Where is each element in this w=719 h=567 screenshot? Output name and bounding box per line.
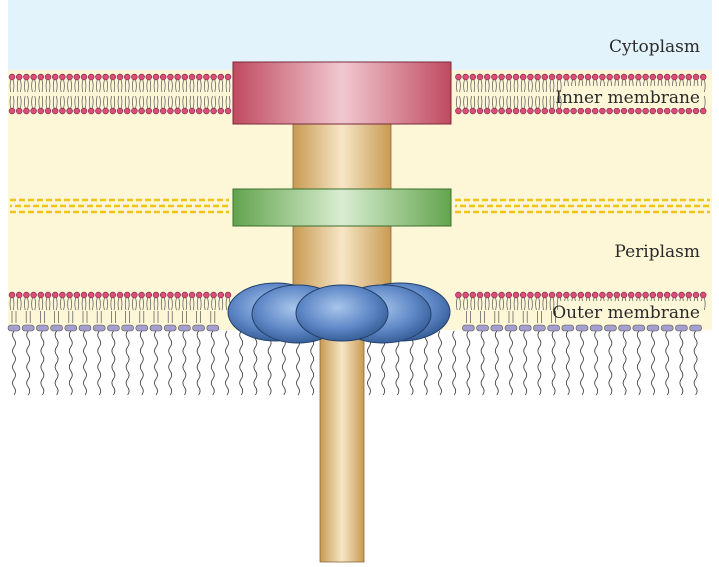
l-ring [227, 282, 451, 344]
periplasm-label: Periplasm [614, 242, 700, 262]
cytoplasm-region [8, 0, 712, 70]
flagellar-hook-rod [319, 317, 365, 563]
p-ring [232, 188, 452, 227]
outer-membrane-label-backdrop [558, 301, 704, 323]
inner-membrane-bilayer [8, 73, 707, 115]
ms-ring [232, 61, 452, 125]
inner-membrane-label-backdrop [563, 86, 703, 108]
outer-membrane-label: Outer membrane [552, 303, 700, 323]
inner-membrane-label: Inner membrane [555, 88, 700, 108]
peptidoglycan-layer [10, 198, 710, 214]
cytoplasm-label: Cytoplasm [609, 37, 700, 57]
